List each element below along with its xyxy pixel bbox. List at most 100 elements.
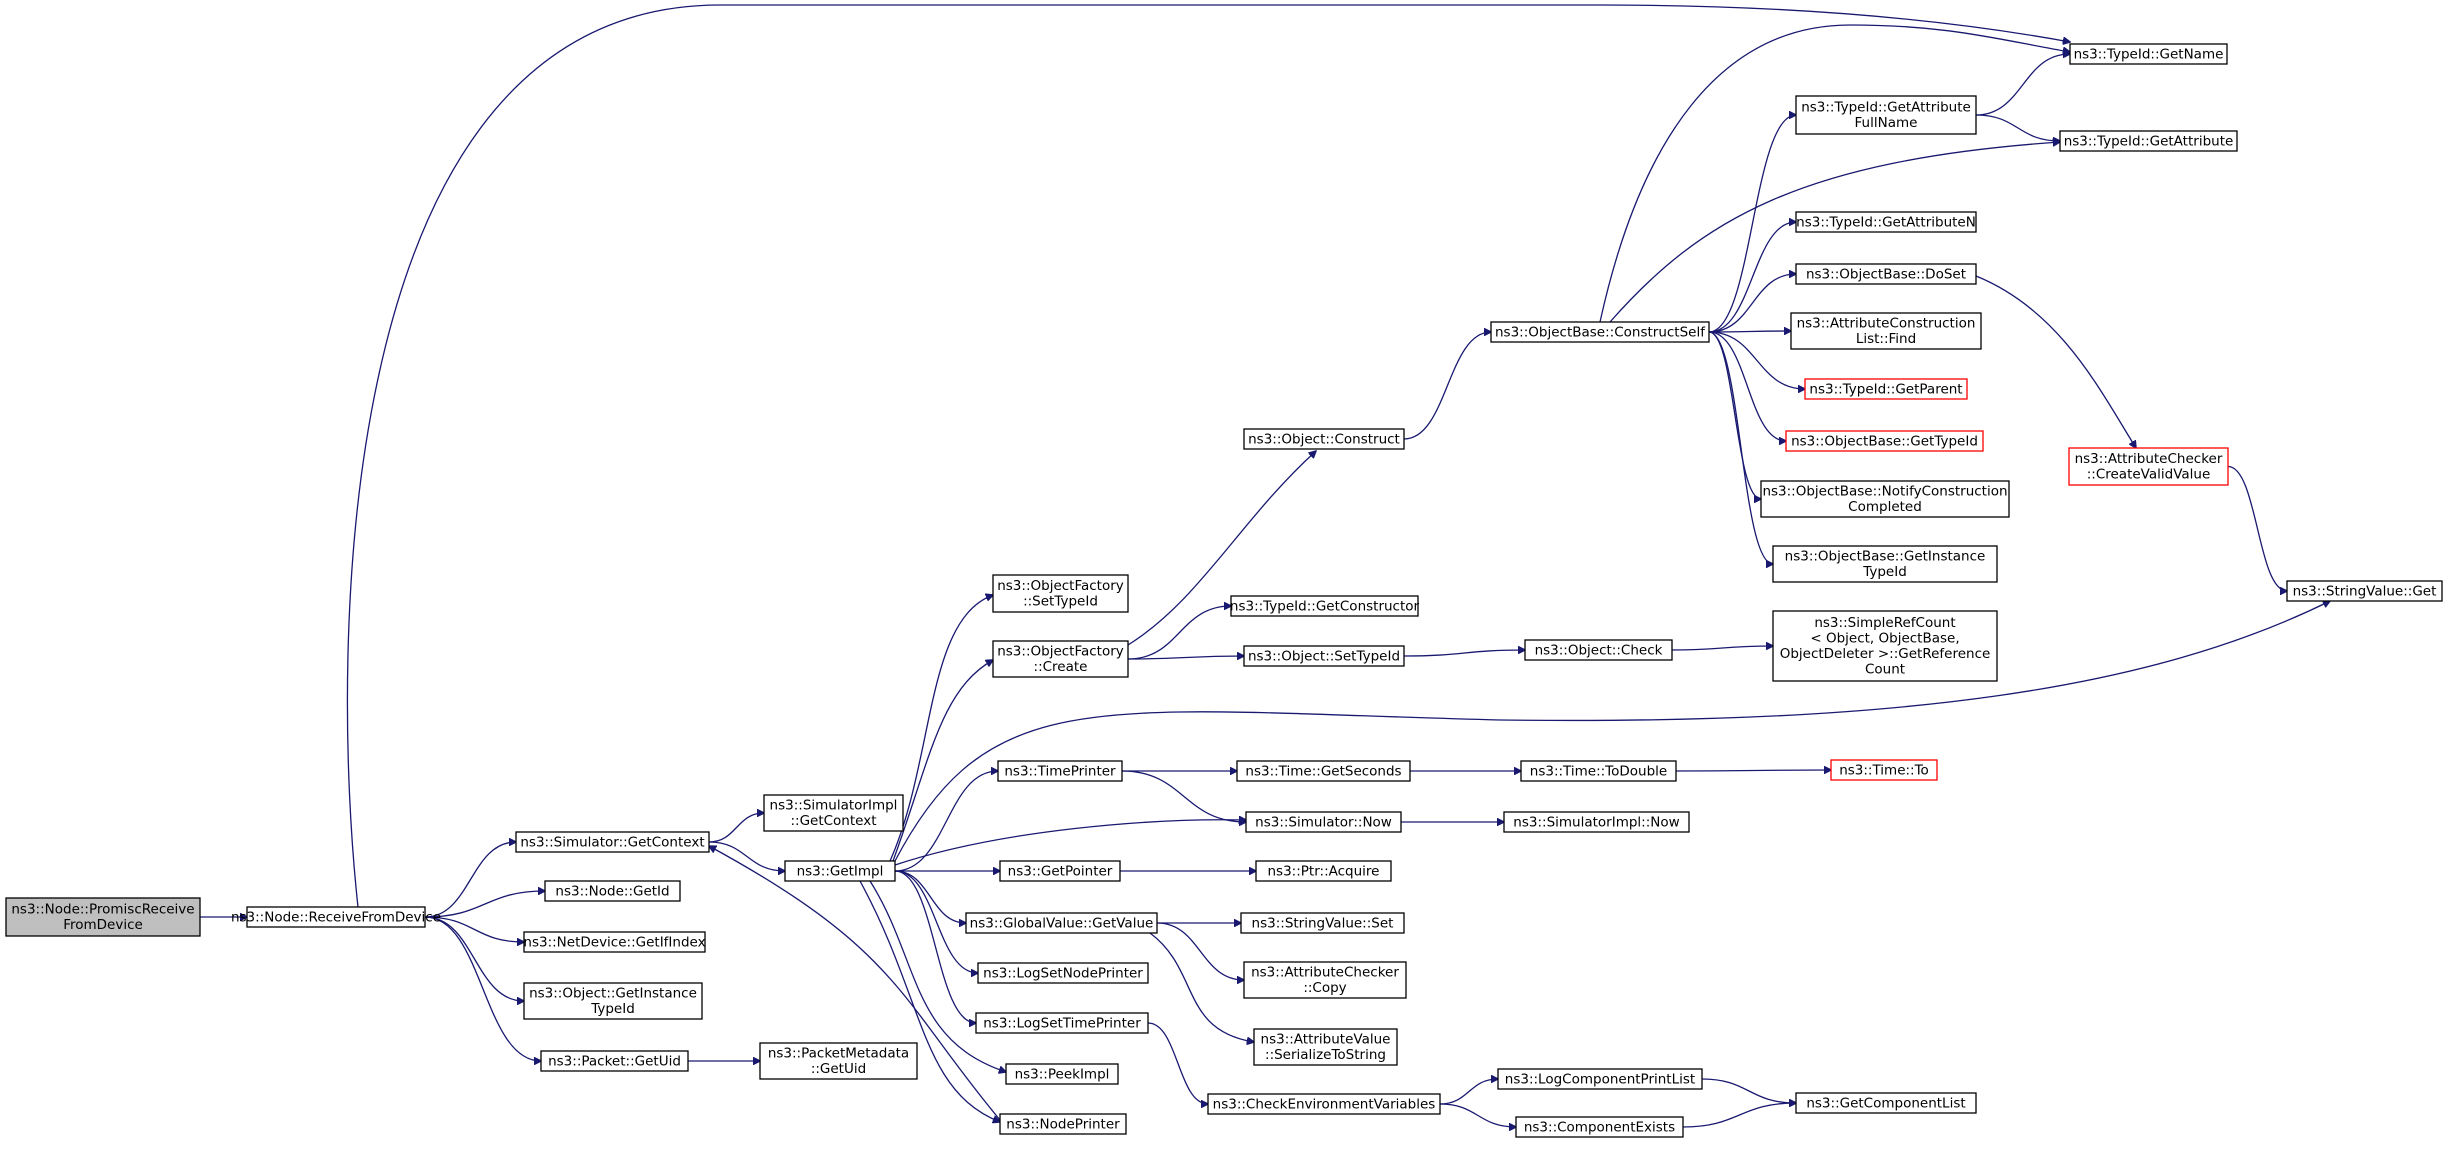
node-box-objfactory_create[interactable] [992, 640, 1129, 678]
node-objectbase_notifyconstructioncompleted[interactable]: ns3::ObjectBase::NotifyConstructionCompl… [1760, 480, 2010, 518]
node-ptr_acquire[interactable]: ns3::Ptr::Acquire [1255, 860, 1392, 882]
node-box-getcomponentlist[interactable] [1795, 1092, 1977, 1114]
node-typeid_getparent[interactable]: ns3::TypeId::GetParent [1804, 378, 1968, 400]
node-box-peekimpl[interactable] [1005, 1063, 1119, 1085]
node-typeid_getconstructor[interactable]: ns3::TypeId::GetConstructor [1230, 595, 1420, 617]
node-box-logcomponentprintlist[interactable] [1497, 1068, 1703, 1090]
node-receive[interactable]: ns3::Node::ReceiveFromDevice [231, 906, 441, 928]
node-sim_getcontext[interactable]: ns3::Simulator::GetContext [515, 831, 710, 853]
node-box-time_to[interactable] [1830, 759, 1938, 781]
node-peekimpl[interactable]: ns3::PeekImpl [1005, 1063, 1119, 1085]
node-objfactory_settypeid[interactable]: ns3::ObjectFactory::SetTypeId [992, 574, 1129, 613]
node-box-receive[interactable] [246, 906, 426, 928]
node-box-typeid_getname[interactable] [2069, 43, 2228, 65]
node-box-simulator_now[interactable] [1245, 811, 1402, 833]
node-attrchecker_createvalidvalue[interactable]: ns3::AttributeChecker::CreateValidValue [2068, 447, 2229, 486]
node-objectbase_gettypeid[interactable]: ns3::ObjectBase::GetTypeId [1785, 430, 1984, 452]
node-box-pktmeta_getuid[interactable] [759, 1042, 918, 1080]
node-box-object_getinstancetypeid[interactable] [523, 982, 703, 1020]
node-box-logsettimeprinter[interactable] [975, 1012, 1149, 1034]
node-box-typeid_getattributefullname[interactable] [1795, 95, 1977, 135]
node-box-logsetnodeprinter[interactable] [977, 962, 1149, 984]
node-box-globalvalue_getvalue[interactable] [965, 912, 1158, 934]
node-box-timeprinter[interactable] [997, 760, 1123, 782]
node-box-packet_getuid[interactable] [540, 1050, 689, 1072]
node-box-objectbase_gettypeid[interactable] [1785, 430, 1984, 452]
node-box-typeid_getattribute[interactable] [2059, 130, 2238, 152]
node-time_getseconds[interactable]: ns3::Time::GetSeconds [1236, 760, 1411, 782]
node-timeprinter[interactable]: ns3::TimePrinter [997, 760, 1123, 782]
node-box-simimpl_getcontext[interactable] [763, 794, 904, 832]
node-logsetnodeprinter[interactable]: ns3::LogSetNodePrinter [977, 962, 1149, 984]
node-typeid_getname[interactable]: ns3::TypeId::GetName [2069, 43, 2228, 65]
node-box-checkenv[interactable] [1207, 1093, 1441, 1115]
node-checkenv[interactable]: ns3::CheckEnvironmentVariables [1207, 1093, 1441, 1115]
node-box-attrconstructionlist_find[interactable] [1790, 312, 1982, 350]
node-typeid_getattributen[interactable]: ns3::TypeId::GetAttributeN [1795, 211, 1977, 233]
node-box-typeid_getconstructor[interactable] [1230, 595, 1419, 617]
node-box-typeid_getattributen[interactable] [1795, 211, 1977, 233]
node-box-getimpl[interactable] [784, 860, 896, 882]
node-componentexists[interactable]: ns3::ComponentExists [1515, 1116, 1684, 1138]
node-getimpl[interactable]: ns3::GetImpl [784, 860, 896, 882]
node-attrchecker_copy[interactable]: ns3::AttributeChecker::Copy [1243, 961, 1407, 999]
node-box-simimpl_now[interactable] [1503, 811, 1690, 833]
node-box-objectbase_getinstancetypeid[interactable] [1772, 545, 1998, 583]
node-objectbase_doset[interactable]: ns3::ObjectBase::DoSet [1795, 263, 1977, 285]
node-stringvalue_get[interactable]: ns3::StringValue::Get [2286, 580, 2443, 602]
node-logsettimeprinter[interactable]: ns3::LogSetTimePrinter [975, 1012, 1149, 1034]
node-object_settypeid[interactable]: ns3::Object::SetTypeId [1243, 645, 1405, 667]
node-objectbase_constructself[interactable]: ns3::ObjectBase::ConstructSelf [1490, 321, 1710, 343]
node-typeid_getattribute[interactable]: ns3::TypeId::GetAttribute [2059, 130, 2238, 152]
node-box-node_getid[interactable] [544, 880, 681, 902]
node-box-objectbase_doset[interactable] [1795, 263, 1977, 285]
node-logcomponentprintlist[interactable]: ns3::LogComponentPrintList [1497, 1068, 1703, 1090]
node-simplerefcount[interactable]: ns3::SimpleRefCount< Object, ObjectBase,… [1772, 610, 1998, 682]
node-box-attrvalue_serialize[interactable] [1253, 1028, 1398, 1066]
node-object_construct[interactable]: ns3::Object::Construct [1243, 428, 1405, 450]
node-box-object_check[interactable] [1524, 639, 1673, 661]
node-netdev_getifindex[interactable]: ns3::NetDevice::GetIfIndex [523, 931, 706, 953]
node-getpointer[interactable]: ns3::GetPointer [999, 860, 1121, 882]
node-box-object_settypeid[interactable] [1243, 645, 1405, 667]
node-objfactory_create[interactable]: ns3::ObjectFactory::Create [992, 640, 1129, 678]
node-attrvalue_serialize[interactable]: ns3::AttributeValue::SerializeToString [1253, 1028, 1398, 1066]
node-box-ptr_acquire[interactable] [1255, 860, 1392, 882]
node-nodeprinter[interactable]: ns3::NodePrinter [999, 1113, 1127, 1135]
node-box-time_getseconds[interactable] [1236, 760, 1411, 782]
node-time_to[interactable]: ns3::Time::To [1830, 759, 1938, 781]
node-box-netdev_getifindex[interactable] [523, 931, 706, 953]
node-box-simplerefcount[interactable] [1772, 610, 1998, 682]
node-box-attrchecker_copy[interactable] [1243, 961, 1407, 999]
node-stringvalue_set[interactable]: ns3::StringValue::Set [1240, 912, 1405, 934]
node-box-attrchecker_createvalidvalue[interactable] [2068, 447, 2229, 486]
node-box-objectbase_constructself[interactable] [1490, 321, 1710, 343]
node-box-objfactory_settypeid[interactable] [992, 574, 1129, 613]
node-object_check[interactable]: ns3::Object::Check [1524, 639, 1673, 661]
node-box-object_construct[interactable] [1243, 428, 1405, 450]
node-box-sim_getcontext[interactable] [515, 831, 710, 853]
node-box-stringvalue_set[interactable] [1240, 912, 1405, 934]
node-simimpl_getcontext[interactable]: ns3::SimulatorImpl::GetContext [763, 794, 904, 832]
node-getcomponentlist[interactable]: ns3::GetComponentList [1795, 1092, 1977, 1114]
node-box-typeid_getparent[interactable] [1804, 378, 1968, 400]
node-box-componentexists[interactable] [1515, 1116, 1684, 1138]
node-box-time_todouble[interactable] [1520, 760, 1677, 782]
node-globalvalue_getvalue[interactable]: ns3::GlobalValue::GetValue [965, 912, 1158, 934]
node-pktmeta_getuid[interactable]: ns3::PacketMetadata::GetUid [759, 1042, 918, 1080]
node-packet_getuid[interactable]: ns3::Packet::GetUid [540, 1050, 689, 1072]
node-box-promisc[interactable] [5, 897, 201, 937]
node-simimpl_now[interactable]: ns3::SimulatorImpl::Now [1503, 811, 1690, 833]
node-time_todouble[interactable]: ns3::Time::ToDouble [1520, 760, 1677, 782]
node-node_getid[interactable]: ns3::Node::GetId [544, 880, 681, 902]
node-box-stringvalue_get[interactable] [2286, 580, 2443, 602]
node-simulator_now[interactable]: ns3::Simulator::Now [1245, 811, 1402, 833]
node-box-getpointer[interactable] [999, 860, 1121, 882]
node-box-objectbase_notifyconstructioncompleted[interactable] [1760, 480, 2010, 518]
node-box-nodeprinter[interactable] [999, 1113, 1127, 1135]
